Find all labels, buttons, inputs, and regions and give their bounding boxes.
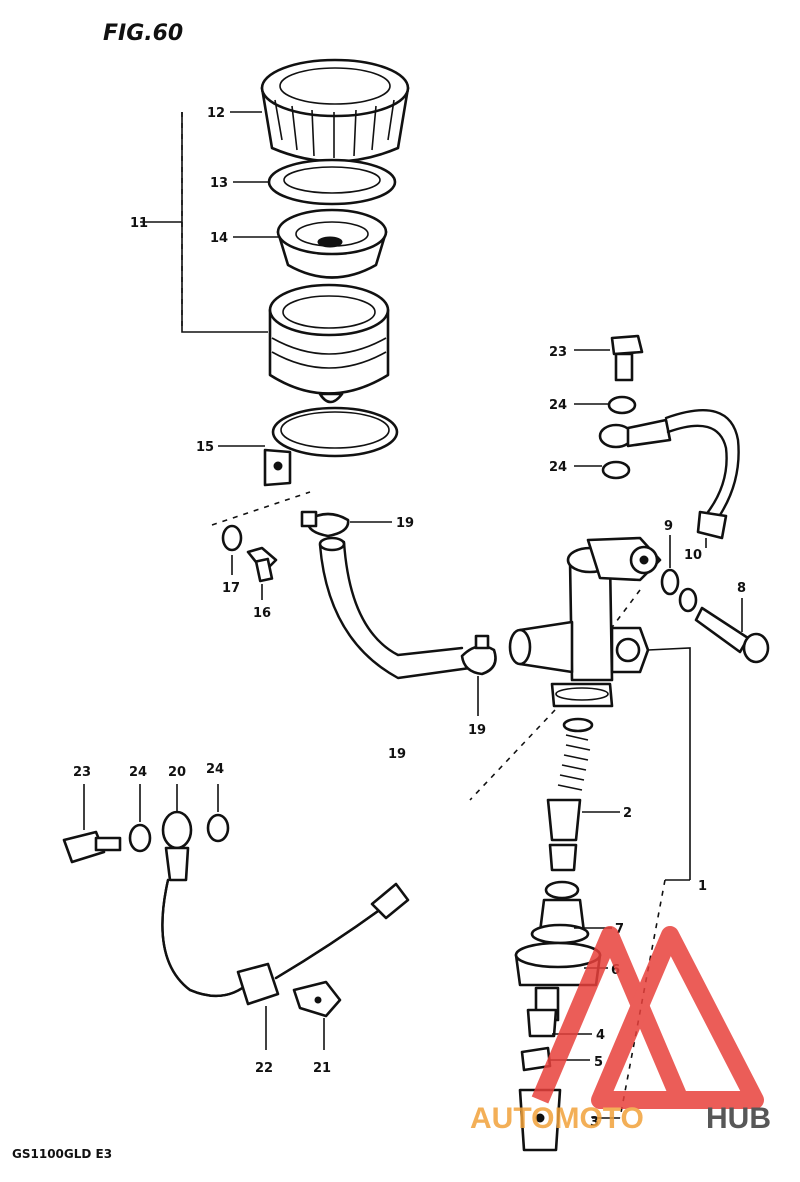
reservoir-band [263, 406, 399, 487]
master-cylinder-body [508, 536, 662, 708]
callout-23-top: 23 [549, 345, 567, 360]
diaphragm-plate [276, 208, 388, 279]
washer-top-1 [607, 395, 637, 415]
callout-10: 10 [684, 548, 702, 563]
callout-15: 15 [196, 440, 214, 455]
bolt-8 [694, 606, 770, 664]
reservoir-cap [260, 58, 410, 163]
watermark-logo: AUTOMOTO HUB [470, 926, 771, 1135]
callout-4: 4 [596, 1028, 605, 1043]
callout-11: 11 [130, 216, 148, 231]
brake-hose-upper [598, 409, 740, 540]
watermark-text-dark: HUB [706, 1102, 771, 1135]
reservoir-body [268, 283, 390, 404]
banjo-bolt-lower [62, 830, 122, 864]
reservoir-hose [318, 536, 472, 680]
washer-top-2 [601, 460, 631, 480]
washer-9 [660, 568, 680, 596]
callout-3: 3 [590, 1115, 599, 1130]
hose-clamp-top [300, 510, 350, 538]
callout-19-hose: 19 [388, 747, 406, 762]
hose-clamp-21 [292, 980, 342, 1018]
callout-19-top: 19 [396, 516, 414, 531]
diaphragm-ring [267, 158, 397, 206]
callout-21: 21 [313, 1061, 331, 1076]
banjo-bolt-top [610, 334, 644, 382]
callout-1: 1 [698, 879, 707, 894]
hose-clamp-bottom [460, 634, 497, 676]
piston-spring [546, 717, 594, 872]
leader-11-bracket [181, 112, 268, 333]
callout-labels: 12 13 14 11 15 17 16 19 19 23 24 24 9 10… [73, 106, 746, 1130]
callout-24-top-2: 24 [549, 460, 567, 475]
callout-24-top-1: 24 [549, 398, 567, 413]
callout-2: 2 [623, 806, 632, 821]
callout-12: 12 [207, 106, 225, 121]
brake-hose-lower [161, 810, 410, 1006]
callout-7: 7 [615, 922, 624, 937]
callout-23-bottom: 23 [73, 765, 91, 780]
callout-22: 22 [255, 1061, 273, 1076]
washer-lower-1 [128, 823, 152, 853]
callout-24-bottom-1: 24 [129, 765, 147, 780]
callout-13: 13 [210, 176, 228, 191]
callout-19-bottom: 19 [468, 723, 486, 738]
callout-8: 8 [737, 581, 746, 596]
callout-24-bottom-2: 24 [206, 762, 224, 777]
piston-assembly [514, 880, 602, 1152]
callout-9: 9 [664, 519, 673, 534]
washer-10 [678, 587, 698, 613]
callout-17: 17 [222, 581, 240, 596]
washer-lower-2 [206, 813, 230, 843]
figure-title: FIG.60 [103, 21, 183, 46]
callout-16: 16 [253, 606, 271, 621]
callout-20: 20 [168, 765, 186, 780]
mounting-washer [221, 524, 243, 552]
reservoir-assembly [140, 58, 410, 487]
watermark-text-colored: AUTOMOTO [470, 1102, 644, 1135]
callout-14: 14 [210, 231, 228, 246]
callout-5: 5 [594, 1055, 603, 1070]
mounting-bolt [246, 546, 278, 583]
model-code: GS1100GLD E3 [12, 1147, 112, 1161]
